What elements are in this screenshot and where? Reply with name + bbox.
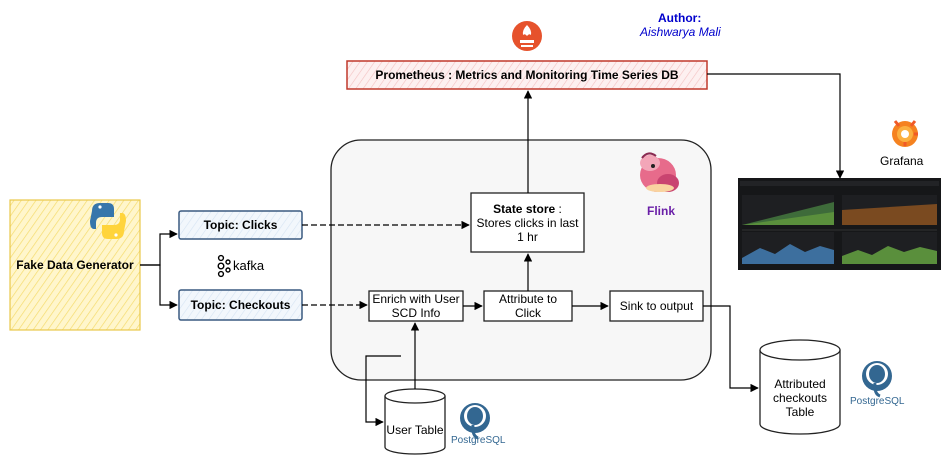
postgres-label-2: PostgreSQL xyxy=(850,396,905,407)
user-table-cylinder xyxy=(384,388,446,455)
arrow-generator-checkouts xyxy=(140,264,178,310)
generator-box xyxy=(9,199,141,331)
grafana-label: Grafana xyxy=(880,154,924,168)
arrow-sink-attributed xyxy=(703,305,759,393)
kafka-icon xyxy=(217,254,231,278)
arrow-enrich-usertable xyxy=(365,355,401,427)
author-name: Aishwarya Mali xyxy=(640,25,721,39)
attributed-table-cylinder xyxy=(759,339,841,435)
sink-box xyxy=(609,290,704,322)
user-table-label: User Table xyxy=(386,423,444,437)
topic-checkouts-label: Topic: Checkouts xyxy=(190,298,291,312)
grafana-icon xyxy=(892,120,918,147)
arrow-generator-clicks xyxy=(140,229,178,266)
topic-clicks-label: Topic: Clicks xyxy=(203,218,278,232)
postgres-elephant-icon-1 xyxy=(460,403,490,440)
flink-label: Flink xyxy=(647,204,676,218)
attributed-table-label: Attributed checkouts Table xyxy=(772,377,828,419)
python-icon xyxy=(90,203,126,239)
prometheus-flame-icon xyxy=(512,21,542,51)
generator-label: Fake Data Generator xyxy=(16,258,134,272)
postgres-label-1: PostgreSQL xyxy=(451,435,506,446)
sink-label: Sink to output xyxy=(619,299,694,313)
prometheus-box xyxy=(346,60,708,90)
arrow-prometheus-grafana xyxy=(707,73,845,179)
prometheus-label: Prometheus : Metrics and Monitoring Time… xyxy=(375,68,679,82)
state-store-description: : Stores clicks in last 1 hr xyxy=(476,201,579,244)
enrich-box xyxy=(368,290,464,322)
flink-squirrel-icon xyxy=(640,152,679,192)
enrich-label: Enrich with User SCD Info xyxy=(372,292,460,320)
author-title: Author: xyxy=(658,11,702,25)
state-store-label: State store : Stores clicks in last 1 hr xyxy=(471,193,584,252)
postgres-elephant-icon-2 xyxy=(862,361,892,398)
state-store-title: State store xyxy=(493,201,556,216)
attribute-label: Attribute to Click xyxy=(498,292,558,320)
grafana-dashboard-image xyxy=(738,178,941,270)
kafka-label: kafka xyxy=(233,258,265,273)
